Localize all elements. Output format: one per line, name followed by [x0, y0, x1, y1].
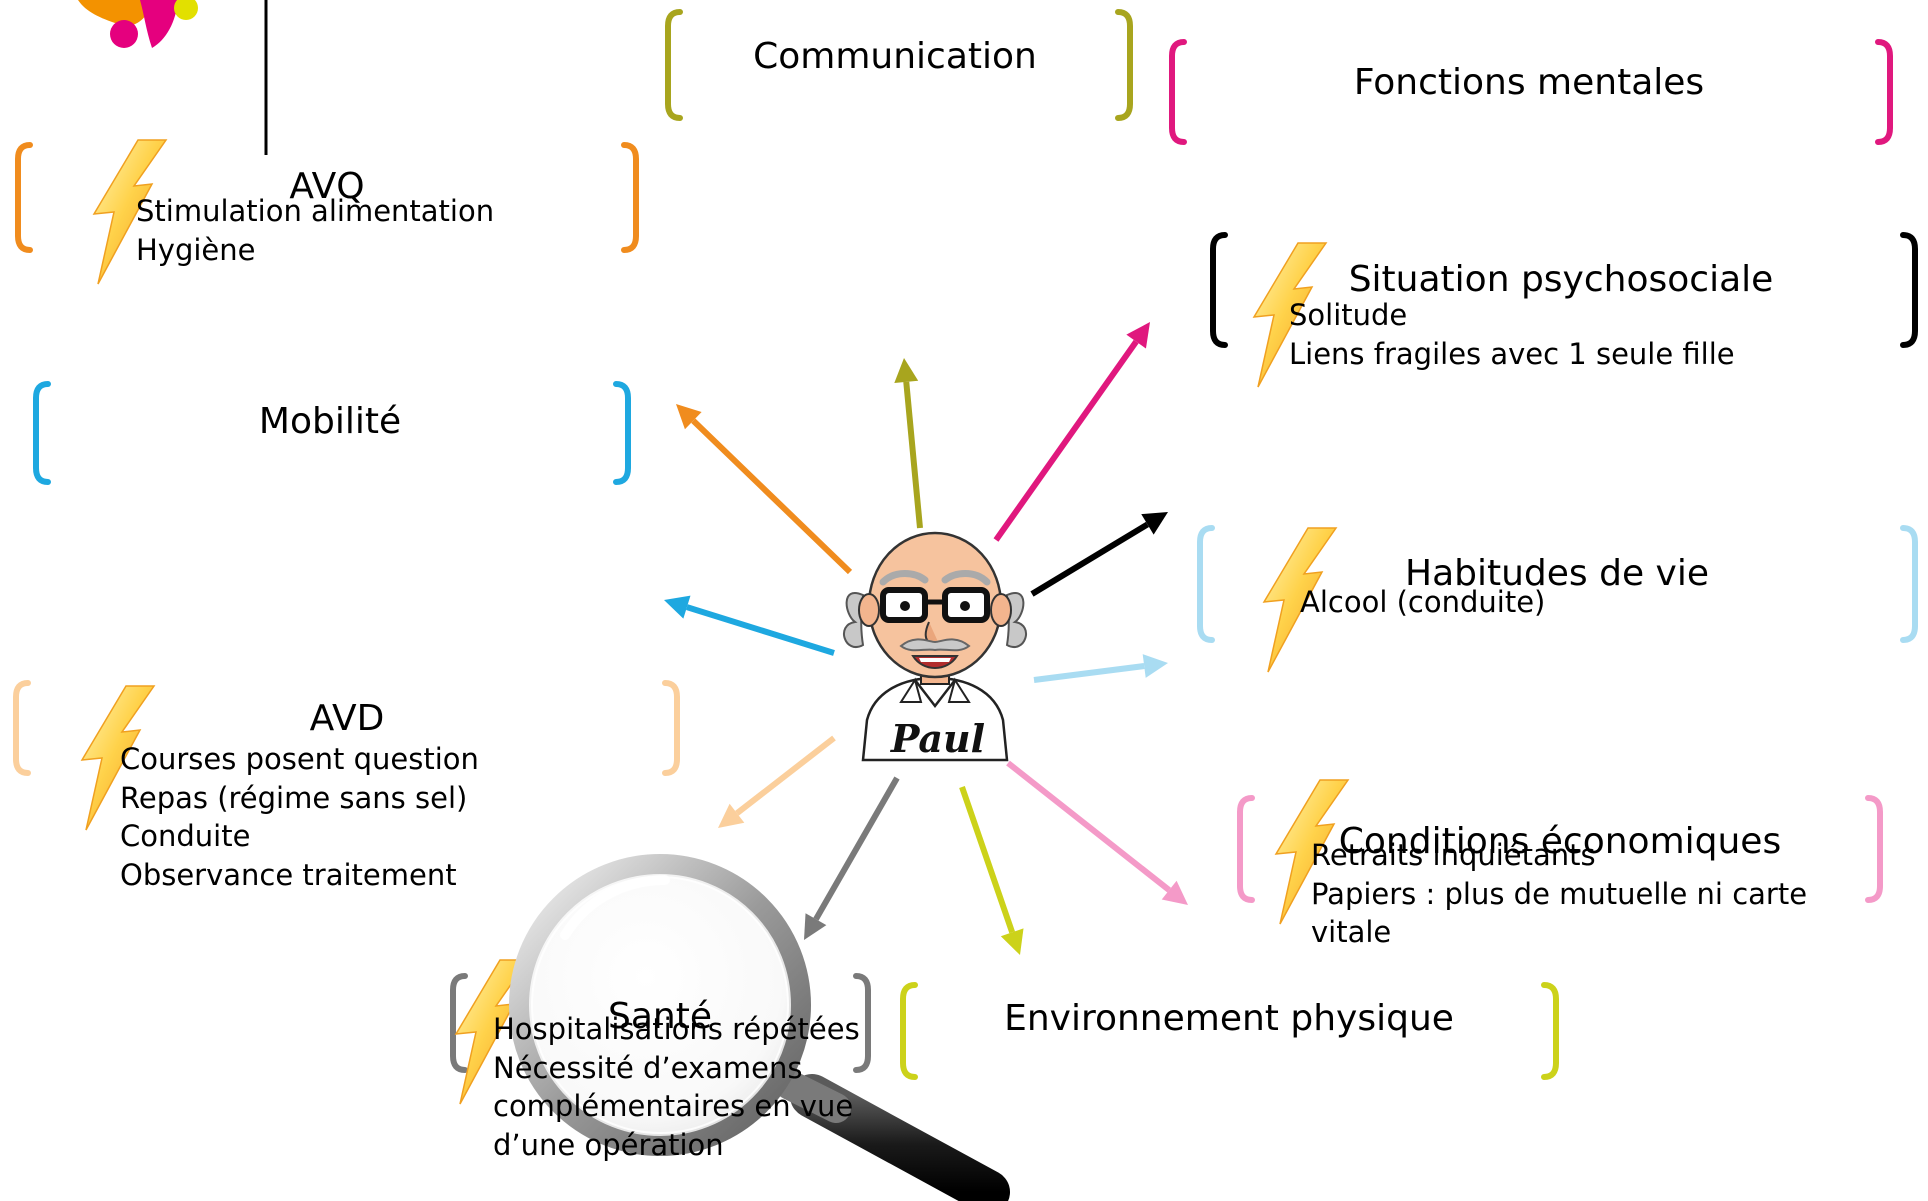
category-item: Repas (régime sans sel)	[120, 780, 468, 815]
category-item: Hospitalisations répétées	[493, 1012, 860, 1046]
category-title-situation-psychosociale: Situation psychosociale	[1348, 259, 1774, 300]
category-items-habitudes-de-vie: Alcool (conduite)	[1300, 583, 1700, 622]
category-item: Papiers : plus de mutuelle ni carte vita…	[1311, 876, 1808, 950]
category-title-mobilite: Mobilité	[258, 401, 402, 442]
lightning-bolt-icon	[1252, 242, 1328, 388]
bracket-right-communication	[1115, 9, 1133, 121]
arrow-avq	[676, 404, 853, 575]
category-title-avd: AVD	[309, 698, 385, 739]
bracket-right-avq	[621, 142, 639, 253]
lightning-bolt-icon	[80, 685, 156, 831]
magnifying-glass-icon	[509, 854, 1010, 1201]
category-title-avq: AVQ	[289, 166, 365, 207]
category-title-conditions-economiques: Conditions économiques	[1338, 821, 1782, 862]
bracket-right-conditions-economiques	[1865, 795, 1883, 903]
category-item: Conduite	[120, 819, 251, 853]
category-item: Liens fragiles avec 1 seule fille	[1289, 336, 1735, 371]
category-title-sante: Santé	[608, 996, 712, 1037]
logo-icon	[78, 0, 198, 48]
bracket-right-mobilite	[613, 381, 631, 485]
lightning-bolt-icon	[1262, 527, 1338, 673]
category-item: Courses posent question	[120, 742, 479, 776]
category-item: Solitude	[1289, 298, 1408, 332]
bracket-right-environnement-physique	[1541, 982, 1559, 1080]
arrow-mobilite	[664, 595, 835, 656]
category-title-fonctions-mentales: Fonctions mentales	[1353, 62, 1705, 103]
bracket-right-situation-psychosociale	[1900, 232, 1918, 348]
bracket-left-communication	[665, 9, 683, 121]
arrow-avd	[718, 735, 836, 828]
bracket-right-habitudes-de-vie	[1900, 525, 1918, 643]
bracket-right-fonctions-mentales	[1875, 39, 1893, 145]
bracket-left-fonctions-mentales	[1169, 39, 1187, 145]
relation-arrows	[664, 322, 1188, 955]
category-item: Observance traitement	[120, 857, 457, 892]
lightning-bolt-icon	[92, 139, 168, 285]
bracket-left-environnement-physique	[900, 982, 918, 1080]
bracket-right-sante	[853, 973, 871, 1073]
bracket-left-mobilite	[33, 381, 51, 485]
avatar-name-label: Paul	[890, 716, 985, 761]
category-title-environnement-physique: Environnement physique	[1004, 998, 1454, 1039]
category-brackets	[13, 9, 1918, 1080]
category-item: Stimulation alimentation	[136, 194, 495, 228]
arrow-situation-psychosociale	[1030, 512, 1168, 597]
arrow-habitudes-de-vie	[1033, 654, 1168, 683]
arrow-conditions-economiques	[1006, 760, 1188, 905]
arrow-environnement-physique	[959, 786, 1024, 955]
category-title-communication: Communication	[753, 36, 1037, 77]
category-item: Nécessité d’examens complémentaires en v…	[493, 1050, 854, 1162]
bracket-left-avd	[13, 680, 31, 776]
arrow-fonctions-mentales	[993, 322, 1150, 542]
category-title-habitudes-de-vie: Habitudes de vie	[1404, 553, 1710, 594]
category-item: Retraits inquiétants	[1311, 838, 1596, 872]
category-item: Alcool (conduite)	[1300, 585, 1546, 619]
bracket-right-avd	[662, 680, 680, 776]
elderly-man-avatar	[843, 531, 1027, 762]
bracket-left-conditions-economiques	[1237, 795, 1255, 903]
category-item: Hygiène	[136, 232, 256, 267]
arrow-sante	[804, 776, 900, 940]
bracket-left-sante	[450, 973, 468, 1073]
lightning-bolt-icon	[1274, 779, 1350, 925]
bracket-left-habitudes-de-vie	[1197, 525, 1215, 643]
bracket-left-avq	[15, 142, 33, 253]
bracket-left-situation-psychosociale	[1210, 232, 1228, 348]
arrow-communication	[894, 358, 923, 529]
